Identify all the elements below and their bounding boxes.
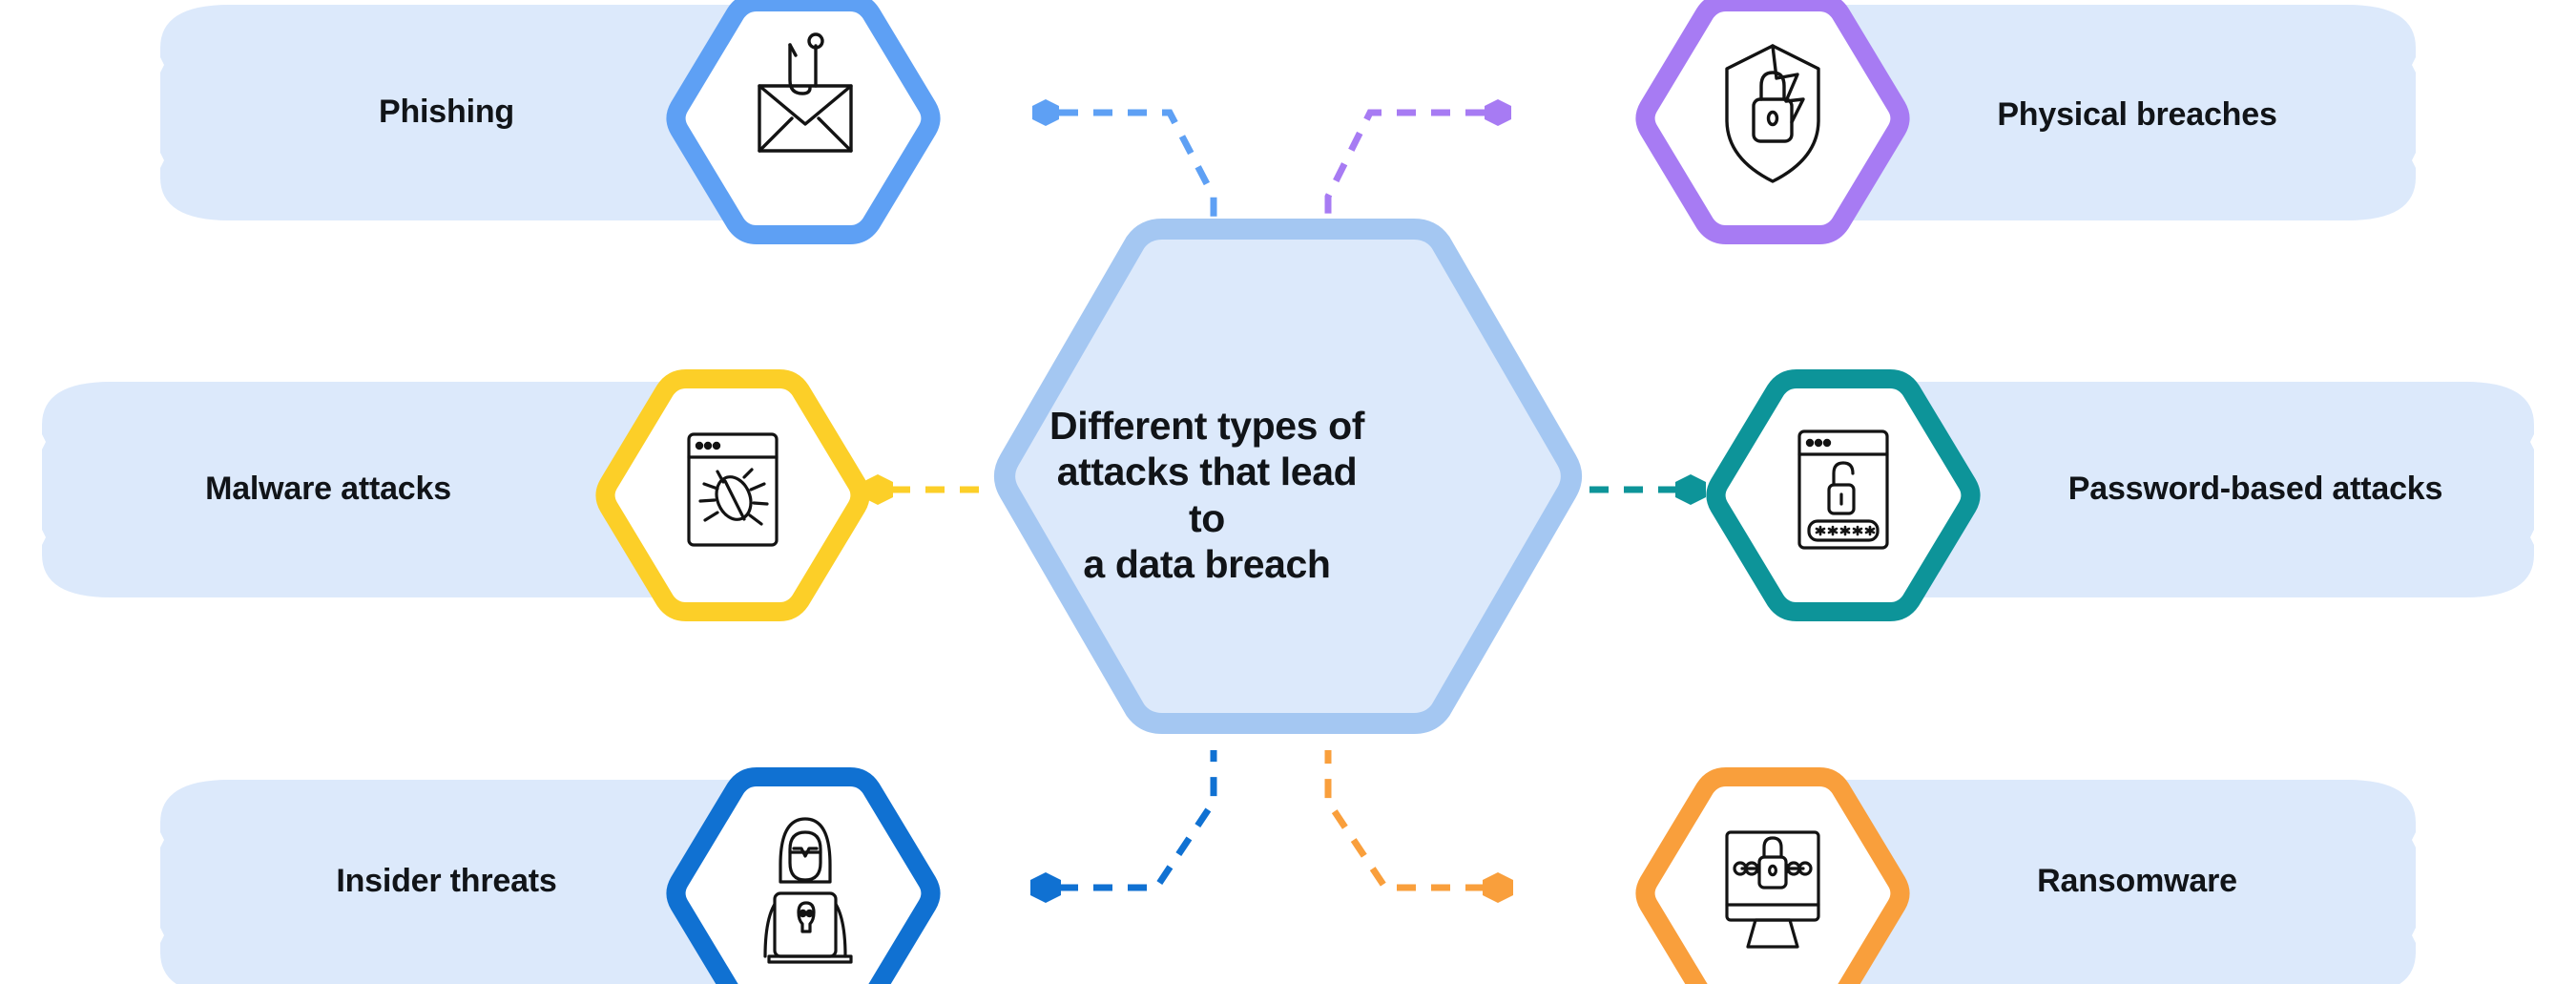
hacker-laptop-skull-icon (763, 817, 853, 964)
hexagon-insider-threats[interactable] (666, 767, 941, 984)
center-title-line-3: a data breach (1083, 542, 1331, 587)
center-title-line-2: attacks that lead to (1056, 450, 1358, 540)
center-hexagon (994, 219, 1582, 734)
hexagon-phishing[interactable] (666, 0, 941, 244)
center-title: Different types of attacks that lead to … (1049, 403, 1364, 588)
connector-insider-threats (1030, 750, 1217, 903)
browser-bug-icon (687, 432, 779, 547)
connector-ransomware (1324, 750, 1513, 903)
envelope-hook-icon (758, 32, 853, 153)
banner-physical-breaches (1786, 5, 2416, 220)
cracked-shield-lock-icon (1725, 44, 1820, 183)
label-insider-threats: Insider threats (336, 863, 557, 899)
connector-malware-attacks (862, 474, 987, 505)
hexagon-ransomware[interactable] (1635, 767, 1910, 984)
label-phishing: Phishing (379, 94, 514, 130)
hexagon-malware-attacks[interactable] (595, 369, 870, 621)
hexagon-password-based-attacks[interactable] (1706, 369, 1981, 621)
monitor-lock-chain-icon (1725, 830, 1820, 949)
connector-physical-breaches (1324, 99, 1511, 242)
connector-password-based-attacks (1576, 474, 1706, 505)
banner-ransomware (1786, 780, 2416, 984)
center-title-line-1: Different types of (1049, 404, 1364, 448)
banner-password-based-attacks (1904, 382, 2534, 597)
browser-password-unlock-icon (1797, 429, 1889, 550)
label-password-based-attacks: Password-based attacks (2067, 471, 2443, 507)
label-ransomware: Ransomware (2037, 863, 2237, 899)
hexagon-physical-breaches[interactable] (1635, 0, 1910, 244)
banner-malware-attacks (42, 382, 672, 597)
label-physical-breaches: Physical breaches (1997, 96, 2277, 133)
label-malware-attacks: Malware attacks (205, 471, 451, 507)
banner-phishing (160, 5, 790, 220)
banner-insider-threats (160, 780, 790, 984)
connector-phishing (1032, 99, 1217, 242)
